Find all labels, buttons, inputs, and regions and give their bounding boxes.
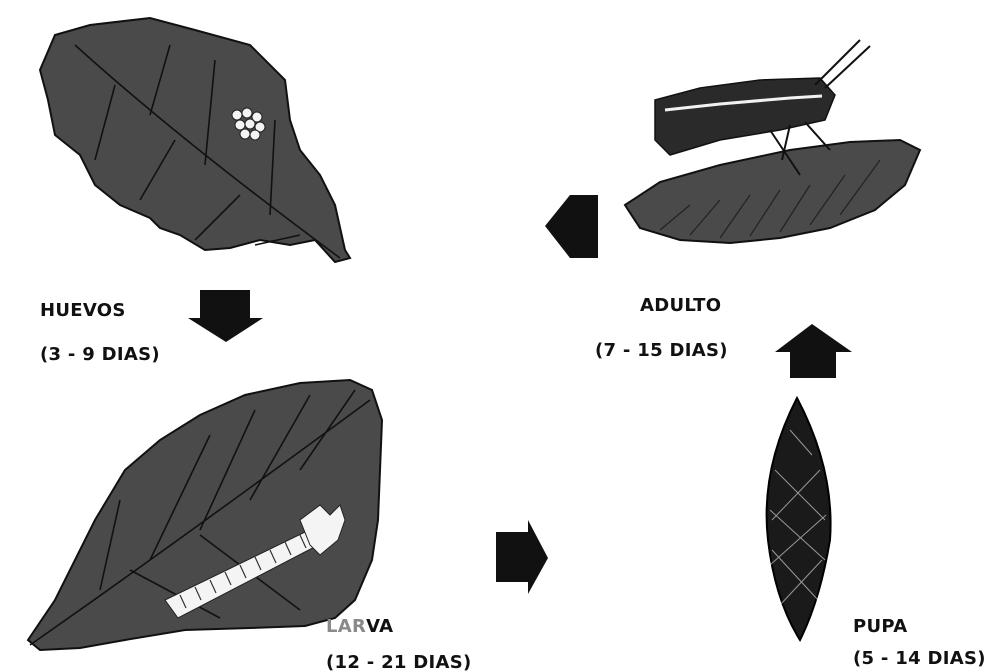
larva-leaf-illustration <box>28 380 382 650</box>
larva-label-prefix: LAR <box>326 616 366 637</box>
larva-label: LARVA <box>326 616 393 637</box>
larva-duration: (12 - 21 DIAS) <box>326 652 472 672</box>
adult-duration: (7 - 15 DIAS) <box>595 340 728 361</box>
larva-label-suffix: VA <box>366 616 393 637</box>
eggs-duration: (3 - 9 DIAS) <box>40 344 160 365</box>
arrow-eggs-to-larva-icon <box>188 290 263 342</box>
pupa-cocoon-icon <box>767 398 831 640</box>
adult-label: ADULTO <box>640 295 721 316</box>
pupa-duration: (5 - 14 DIAS) <box>853 648 986 669</box>
adult-illustration <box>625 40 920 243</box>
arrow-larva-to-pupa-icon <box>496 520 548 594</box>
pupa-label: PUPA <box>853 616 907 637</box>
adult-leaf <box>625 140 920 243</box>
arrow-adult-to-eggs-icon <box>545 195 598 258</box>
egg-leaf-illustration <box>40 18 350 262</box>
eggs-label: HUEVOS <box>40 300 126 321</box>
arrow-pupa-to-adult-icon <box>775 324 852 378</box>
